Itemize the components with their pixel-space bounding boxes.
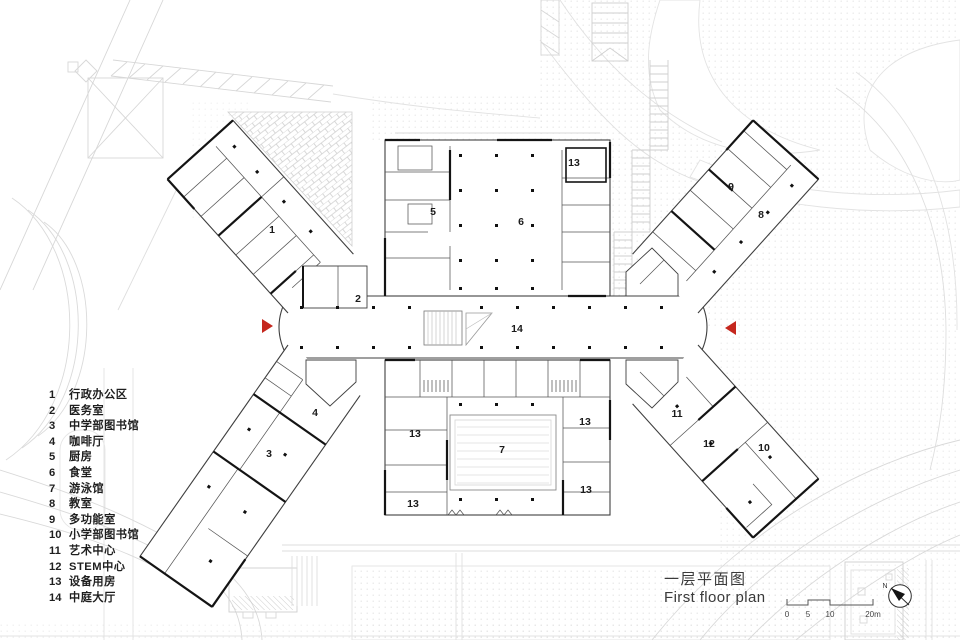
room-labels: 1 2 3 4 5 6 7 8 9 10 11 12 13 13 13 13 1… [266, 157, 770, 510]
room-label-5: 5 [430, 206, 436, 218]
terrace-hatch [227, 111, 353, 248]
legend-item-number: 3 [49, 420, 56, 433]
wing-northeast [632, 119, 820, 314]
room-label-11: 11 [671, 408, 682, 420]
legend-item-label: 艺术中心 [69, 544, 116, 557]
scale-bar: 0 5 10 20m [785, 599, 881, 619]
legend-item: 12 STEM中心 [49, 558, 139, 574]
legend-item: 9 多功能室 [49, 511, 139, 527]
legend-item: 1 行政办公区 [49, 386, 139, 402]
legend-item-label: 教室 [69, 498, 93, 511]
legend-item-label: 中庭大厅 [69, 591, 116, 604]
legend-item-number: 8 [49, 498, 56, 511]
legend-item-label: 行政办公区 [69, 389, 128, 401]
room-label-13: 13 [580, 484, 592, 496]
room-label-3: 3 [266, 448, 272, 460]
scale-tick-5: 5 [806, 610, 811, 619]
block-north [383, 132, 612, 298]
swimming-pool [449, 414, 557, 491]
north-compass: N [882, 583, 912, 608]
legend-item-label: 游泳馆 [69, 482, 105, 495]
legend-item-label: 中学部图书馆 [69, 420, 140, 433]
room-label-13: 13 [579, 416, 591, 428]
site-building-x [87, 77, 164, 159]
site-truss-band [67, 59, 541, 119]
legend-item: 14 中庭大厅 [49, 589, 139, 605]
legend-item-label: 食堂 [69, 466, 93, 479]
wing-southwest [139, 344, 361, 608]
entrance-arrow-right [725, 321, 736, 335]
legend-item: 13 设备用房 [49, 573, 139, 589]
legend-item: 4 咖啡厅 [49, 433, 139, 449]
legend-item-label: 医务室 [69, 404, 105, 417]
wing-southeast [632, 344, 820, 539]
legend-item-number: 9 [49, 513, 56, 526]
site-truss-small [540, 0, 560, 56]
room-label-10: 10 [758, 442, 770, 454]
legend-item-label: STEM中心 [69, 560, 126, 573]
room-label-12: 12 [703, 438, 715, 450]
legend-item: 3 中学部图书馆 [49, 417, 139, 433]
room-label-6: 6 [518, 216, 524, 228]
legend-item-number: 11 [49, 544, 61, 557]
legend-item-number: 14 [49, 591, 62, 604]
room-label-8: 8 [758, 209, 764, 221]
legend-item-label: 设备用房 [69, 576, 116, 589]
legend-item: 7 游泳馆 [49, 480, 139, 496]
plan-title-zh: 一层平面图 [664, 571, 747, 588]
legend-item-number: 2 [49, 404, 56, 417]
room-label-13: 13 [407, 498, 419, 510]
legend-item-label: 厨房 [69, 451, 93, 464]
legend-item-number: 1 [49, 389, 56, 401]
block-south [383, 358, 612, 516]
legend-item: 10 小学部图书馆 [49, 526, 139, 542]
legend-item-label: 多功能室 [69, 513, 116, 526]
plan-title-en: First floor plan [664, 589, 766, 606]
site-structure-bottom [228, 556, 318, 619]
scale-tick-0: 0 [785, 610, 790, 619]
legend-item-number: 10 [49, 529, 62, 542]
legend-item: 11 艺术中心 [49, 542, 139, 558]
legend-item: 2 医务室 [49, 402, 139, 418]
legend-item: 8 教室 [49, 495, 139, 511]
legend-item-number: 7 [49, 482, 56, 495]
room-label-9: 9 [728, 181, 734, 193]
legend-item-number: 4 [49, 435, 56, 448]
room-label-14: 14 [511, 323, 523, 335]
scale-tick-20: 20m [865, 610, 881, 619]
entrance-arrow-left [262, 319, 273, 333]
wing-northwest [166, 119, 354, 314]
scale-tick-10: 10 [826, 610, 835, 619]
room-label-4: 4 [312, 407, 318, 419]
junction-rooms [302, 247, 679, 409]
room-label-7: 7 [499, 444, 505, 456]
legend-item-label: 小学部图书馆 [69, 529, 140, 542]
room-label-13: 13 [409, 428, 421, 440]
north-label: N [882, 583, 887, 590]
room-label-2: 2 [355, 293, 361, 305]
legend-item-label: 咖啡厅 [69, 435, 105, 448]
legend-item: 6 食堂 [49, 464, 139, 480]
main-building: 1 2 3 4 5 6 7 8 9 10 11 12 13 13 13 13 1… [139, 119, 820, 608]
room-label-13: 13 [568, 157, 580, 169]
legend-item-number: 5 [49, 451, 56, 464]
corridor-details [300, 306, 663, 349]
title-block: 一层平面图 First floor plan [664, 571, 765, 607]
legend-item-number: 12 [49, 560, 62, 573]
legend-item-number: 6 [49, 466, 56, 479]
legend-item-number: 13 [49, 576, 62, 589]
legend-item: 5 厨房 [49, 448, 139, 464]
room-label-1: 1 [269, 224, 275, 236]
